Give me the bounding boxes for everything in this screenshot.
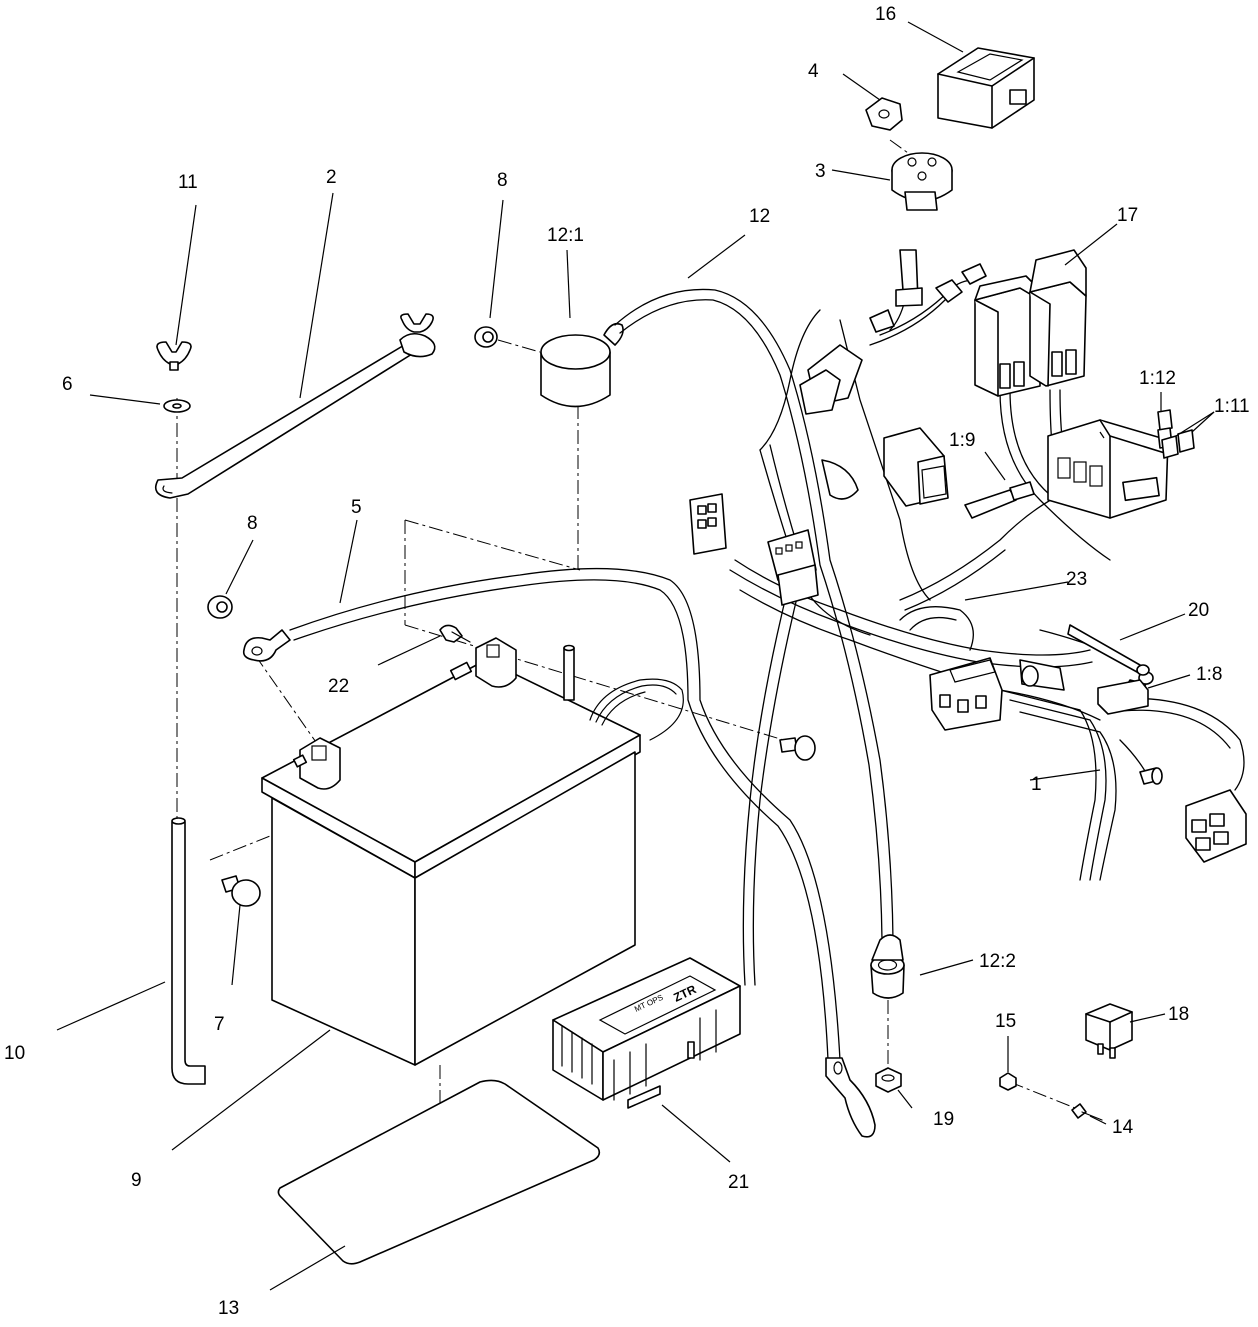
terminal-boot-lower	[870, 934, 905, 999]
callout-18: 18	[1168, 1004, 1189, 1025]
grommet-left	[207, 595, 233, 619]
callout-4: 4	[808, 61, 819, 82]
callout-9: 9	[131, 1170, 142, 1191]
callout-1: 1	[1031, 774, 1042, 795]
wing-nut	[156, 341, 192, 371]
callout-3: 3	[815, 161, 826, 182]
callout-8-left: 8	[247, 513, 258, 534]
callout-6: 6	[62, 374, 73, 395]
callout-1-12: 1:12	[1139, 368, 1176, 389]
callout-8-top: 8	[497, 170, 508, 191]
callout-20: 20	[1188, 600, 1209, 621]
terminal-boot	[540, 322, 624, 408]
callout-1-11: 1:11	[1214, 396, 1250, 417]
callout-23: 23	[1066, 569, 1087, 590]
washer	[163, 399, 191, 413]
hour-meter	[937, 47, 1035, 129]
battery-mat	[277, 1079, 601, 1265]
callout-12: 12	[749, 206, 770, 227]
callout-22: 22	[328, 676, 349, 697]
control-module: ZTR MT OPS	[552, 957, 741, 1109]
ignition-switch	[891, 152, 953, 211]
callout-19: 19	[933, 1109, 954, 1130]
callout-5: 5	[351, 497, 362, 518]
battery-bolt	[439, 624, 471, 643]
battery	[261, 637, 684, 1066]
callout-11: 11	[178, 172, 198, 193]
callout-10: 10	[4, 1043, 25, 1064]
callout-15: 15	[995, 1011, 1016, 1032]
callout-13: 13	[218, 1298, 239, 1319]
hold-down-rod	[171, 817, 206, 1085]
callout-14: 14	[1112, 1117, 1134, 1138]
callout-1-8: 1:8	[1196, 664, 1222, 685]
callout-16: 16	[875, 4, 896, 25]
main-wire-harness	[689, 249, 1247, 986]
callout-2: 2	[326, 167, 337, 188]
hex-nut	[875, 1067, 902, 1093]
screw	[1071, 1103, 1103, 1121]
rubber-bumper	[221, 735, 816, 907]
callout-1-9: 1:9	[949, 430, 975, 451]
blade-fuses	[1157, 409, 1195, 459]
hold-down-bar	[154, 313, 436, 499]
negative-cable	[242, 567, 876, 1138]
rocker-switches	[974, 249, 1087, 397]
small-nut	[999, 1072, 1017, 1091]
callout-12-2: 12:2	[979, 951, 1016, 972]
ignition-key	[865, 97, 903, 131]
callout-labels: 1 2 3 4 5 6 7 8 8 9 10 11 12 12:1 12:2 1…	[4, 4, 1250, 1319]
leader-lines	[56, 21, 1215, 1291]
grommet-top	[474, 326, 498, 348]
callout-17: 17	[1117, 205, 1138, 226]
positive-cable	[614, 288, 894, 941]
callout-21: 21	[728, 1172, 749, 1193]
callout-12-1: 12:1	[547, 225, 584, 246]
callout-7: 7	[214, 1014, 225, 1035]
relay	[1085, 1003, 1133, 1059]
fuse-block	[1047, 419, 1169, 519]
